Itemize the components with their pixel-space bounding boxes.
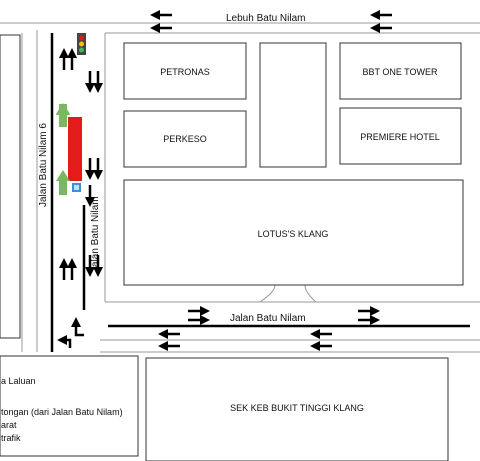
traffic-light-icon [77,33,86,55]
turn-arrows [57,317,84,348]
building-bbt [339,42,462,100]
building-premiere [339,107,462,165]
legend-box [0,355,139,457]
road-edges [0,22,480,353]
person-marker-icon [72,183,81,192]
lane-dividers [50,33,470,352]
buildings [0,42,464,461]
road-closure [68,117,82,181]
label-petronas: PETRONAS [160,67,210,77]
direction-arrows [59,10,392,351]
legend-item-2: tongan (dari Jalan Batu Nilam) [1,407,123,417]
turn-up-arrow-icon [71,317,84,337]
left-block [0,34,21,339]
label-bbt: BBT ONE TOWER [362,67,438,77]
building-petronas [123,42,247,100]
building-perkeso [123,110,247,168]
green-arrow-up-icon [56,104,70,115]
road-label-left: Jalan Batu Nilam 6 [38,123,49,207]
road-label-top: Lebuh Batu Nilam [226,13,306,24]
road-label-middle: Jalan Batu Nilam [230,313,306,324]
label-perkeso: PERKESO [163,134,207,144]
building-middle [259,42,327,168]
label-premiere: PREMIERE HOTEL [360,132,440,142]
legend-item-3: arat [1,420,17,430]
building-lotus [123,179,464,286]
road-label-bottom: Jalan Batu Nilam [90,196,101,272]
green-arrows [56,103,70,195]
building-sek [145,357,449,461]
label-lotus: LOTUS'S KLANG [258,229,329,239]
label-sek: SEK KEB BUKIT TINGGI KLANG [230,403,364,413]
legend-item-4: trafik [1,433,21,443]
turn-left-arrow-icon [57,335,72,348]
legend-item-1: a Laluan [1,376,36,386]
